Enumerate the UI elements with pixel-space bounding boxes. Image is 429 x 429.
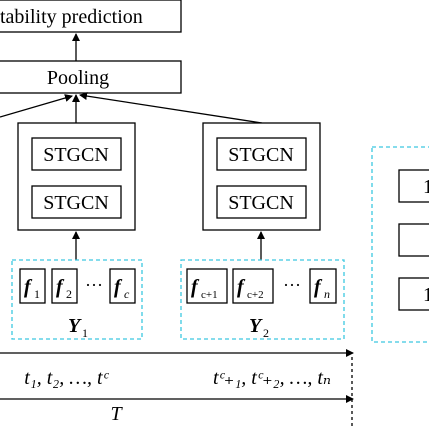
- stgcn-layer-box: [216, 185, 307, 219]
- feature-symbol: f: [237, 276, 246, 298]
- stgcn-layer-label: STGCN: [228, 192, 294, 214]
- feature-symbol: f: [191, 276, 200, 298]
- feature-ellipsis: ···: [85, 275, 103, 295]
- feature-symbol: f: [56, 276, 65, 298]
- feature-subscript: c: [124, 287, 130, 301]
- timeline: t₁, t₂, …, tᶜ tᶜ₊₁, tᶜ₊₂, …, tₙ T: [0, 349, 354, 429]
- feature-symbol: f: [114, 276, 123, 298]
- partial-box: [398, 277, 429, 311]
- feature-box: [232, 268, 274, 304]
- partial-box: [398, 169, 429, 203]
- feature-box: [109, 268, 136, 304]
- feature-subscript: n: [324, 287, 330, 301]
- prediction-box: tability prediction: [0, 0, 182, 33]
- feature-group-1: f 1 f 2 ··· f c Y 1: [11, 259, 143, 340]
- stgcn-layer-box: [216, 137, 307, 171]
- feature-subscript: c+1: [201, 289, 218, 301]
- stgcn-module-1: STGCN STGCN: [17, 122, 136, 231]
- feature-ellipsis: ···: [283, 275, 301, 295]
- feature-box: [19, 268, 46, 304]
- stgcn-layer-label: STGCN: [43, 144, 109, 166]
- stgcn-layer-label: STGCN: [228, 144, 294, 166]
- feature-box: [186, 268, 228, 304]
- partial-box-label: 1: [423, 284, 429, 306]
- feature-symbol: f: [314, 276, 323, 298]
- feature-box: [51, 268, 78, 304]
- feature-group-2: f c+1 f c+2 ··· f n Y 2: [180, 259, 345, 340]
- stgcn-layer-box: [31, 185, 122, 219]
- group-label: Y: [249, 315, 263, 337]
- feature-subscript: c+2: [247, 289, 264, 301]
- stgcn-layer-label: STGCN: [43, 192, 109, 214]
- group-label-subscript: 2: [263, 326, 269, 340]
- feature-box: [309, 268, 337, 304]
- feature-subscript: 1: [34, 287, 40, 301]
- right-partial-group: 1 1: [371, 146, 429, 343]
- group-label: Y: [68, 315, 82, 337]
- prediction-label: tability prediction: [0, 6, 143, 28]
- time-segment-1: t₁, t₂, …, tᶜ: [24, 367, 109, 389]
- pooling-box: Pooling: [0, 60, 182, 94]
- group-label-subscript: 1: [82, 326, 88, 340]
- pooling-label: Pooling: [47, 67, 109, 89]
- feature-subscript: 2: [66, 287, 72, 301]
- stgcn-layer-box: [31, 137, 122, 171]
- partial-box: [398, 223, 429, 257]
- stgcn-module-2: STGCN STGCN: [202, 122, 321, 231]
- total-time-label: T: [110, 403, 123, 425]
- partial-box-label: 1: [423, 176, 429, 198]
- pooling-input-arrows: [0, 92, 263, 124]
- time-segment-2: tᶜ₊₁, tᶜ₊₂, …, tₙ: [213, 367, 331, 389]
- feature-symbol: f: [24, 276, 33, 298]
